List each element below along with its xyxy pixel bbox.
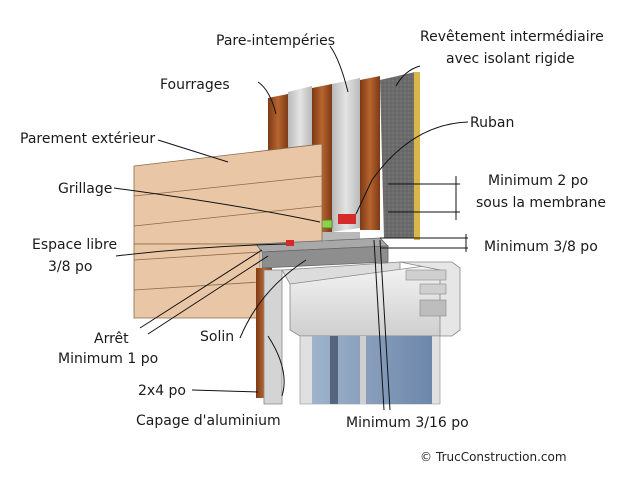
label-arret-line1: Arrêt — [94, 331, 129, 347]
label-arret-line2: Minimum 1 po — [58, 351, 159, 367]
tape — [338, 214, 356, 224]
label-2x4: 2x4 po — [138, 383, 187, 399]
label-espace-line2: 3/8 po — [48, 259, 93, 275]
copyright-text: TrucConstruction.com — [436, 450, 567, 464]
label-pare-intemperies: Pare-intempéries — [216, 33, 336, 49]
copyright-symbol: © — [420, 450, 432, 464]
label-fourrages: Fourrages — [160, 77, 230, 93]
label-min2-line2: sous la membrane — [476, 195, 606, 211]
label-revetement-line1: Revêtement intermédiaire — [420, 29, 604, 45]
copyright: © TrucConstruction.com — [420, 450, 567, 464]
label-revetement-line2: avec isolant rigide — [446, 51, 575, 67]
sill-membrane — [300, 232, 360, 240]
exterior-siding — [133, 143, 323, 319]
flashing — [255, 237, 389, 269]
window-frame — [289, 261, 461, 405]
label-espace-line1: Espace libre — [32, 237, 118, 253]
label-parement: Parement extérieur — [20, 131, 156, 147]
label-ruban: Ruban — [470, 115, 515, 131]
label-grillage: Grillage — [58, 181, 113, 197]
aluminium-capping — [263, 261, 401, 405]
label-min316: Minimum 3/16 po — [346, 415, 469, 431]
label-min2-line1: Minimum 2 po — [488, 173, 589, 189]
label-solin: Solin — [200, 329, 235, 345]
leader-lines — [113, 45, 469, 411]
label-capage: Capage d'aluminium — [136, 413, 281, 429]
label-min38: Minimum 3/8 po — [484, 239, 598, 255]
rigid-insulation — [380, 72, 420, 240]
